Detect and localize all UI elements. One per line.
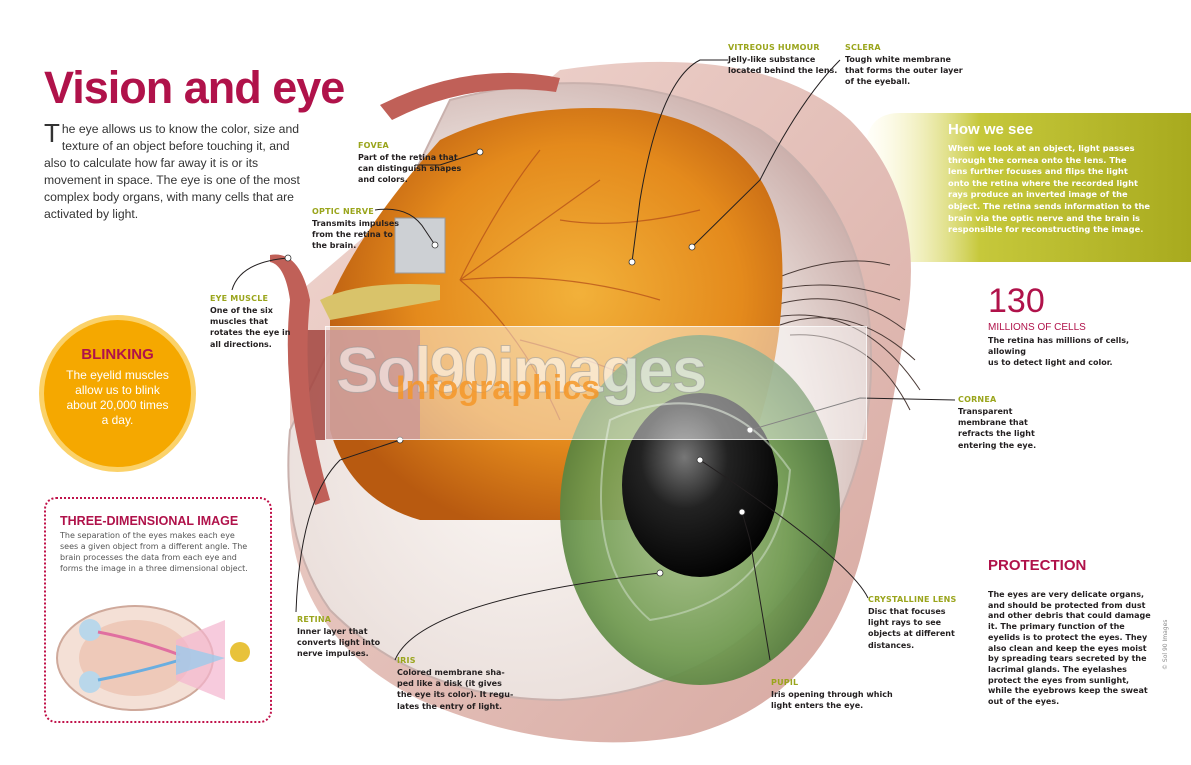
image-credit: © Sol 90 Images	[1162, 619, 1169, 670]
protection-text: The eyes are very delicate organs, and s…	[988, 590, 1151, 707]
watermark: Sol90images Infographics	[325, 326, 867, 440]
watermark-sub: Infographics	[396, 369, 601, 407]
three-d-title: THREE-DIMENSIONAL IMAGE	[60, 514, 239, 528]
how-we-see-box	[866, 113, 1191, 262]
label-eye-muscle: EYE MUSCLE	[210, 294, 269, 303]
blinking-title: BLINKING	[81, 346, 154, 363]
label-pupil: PUPIL	[771, 678, 799, 687]
crystalline-lens	[600, 402, 792, 622]
how-we-see-title: How we see	[948, 121, 1034, 138]
three-d-illustration	[56, 605, 250, 711]
blinking-badge: BLINKING The eyelid muscles allow us to …	[44, 320, 191, 467]
label-retina: RETINA	[297, 615, 332, 624]
desc-sclera: Tough white membrane that forms the oute…	[845, 55, 963, 87]
desc-vitreous-humour: Jelly-like substance located behind the …	[728, 55, 838, 76]
label-sclera: SCLERA	[845, 43, 881, 52]
choroid-layer	[320, 284, 440, 320]
label-iris: IRIS	[397, 656, 416, 665]
label-pointers	[231, 59, 956, 661]
eye-muscle-section	[300, 330, 420, 440]
desc-fovea: Part of the retina that can distinguish …	[358, 153, 462, 185]
three-d-text: The separation of the eyes makes each ey…	[60, 531, 248, 573]
desc-retina: Inner layer that converts light into ner…	[297, 627, 381, 659]
cells-unit: MILLIONS OF CELLS	[988, 322, 1086, 333]
label-cornea: CORNEA	[958, 395, 997, 404]
label-crystalline-lens: CRYSTALLINE LENS	[868, 595, 957, 604]
desc-eye-muscle: One of the six muscles that rotates the …	[210, 306, 291, 349]
label-fovea: FOVEA	[358, 141, 389, 150]
three-d-box	[44, 497, 272, 723]
intro-text: he eye allows us to know the color, size…	[44, 122, 300, 221]
top-muscle	[380, 72, 560, 120]
desc-cornea: Transparent membrane that refracts the l…	[958, 407, 1037, 450]
blood-vessels	[459, 149, 701, 421]
intro-dropcap: T	[44, 118, 60, 148]
label-vitreous-humour: VITREOUS HUMOUR	[728, 43, 820, 52]
cells-description: The retina has millions of cells, allowi…	[988, 336, 1130, 367]
desc-crystalline-lens: Disc that focuses light rays to see obje…	[868, 607, 955, 650]
how-we-see-text: When we look at an object, light passes …	[948, 143, 1151, 235]
cells-number: 130	[988, 282, 1045, 320]
blinking-text: The eyelid muscles allow us to blink abo…	[66, 368, 169, 427]
label-optic-nerve: OPTIC NERVE	[312, 207, 374, 216]
pointer-dots	[284, 148, 754, 577]
desc-iris: Colored membrane sha- ped like a disk (i…	[397, 668, 514, 711]
watermark-brand: Sol90images	[335, 334, 707, 407]
desc-pupil: Iris opening through which light enters …	[771, 690, 893, 711]
page-title: Vision and eye	[44, 62, 345, 113]
desc-optic-nerve: Transmits impulses from the retina to th…	[312, 219, 400, 251]
protection-title: PROTECTION	[988, 557, 1087, 574]
left-muscle	[270, 254, 330, 505]
